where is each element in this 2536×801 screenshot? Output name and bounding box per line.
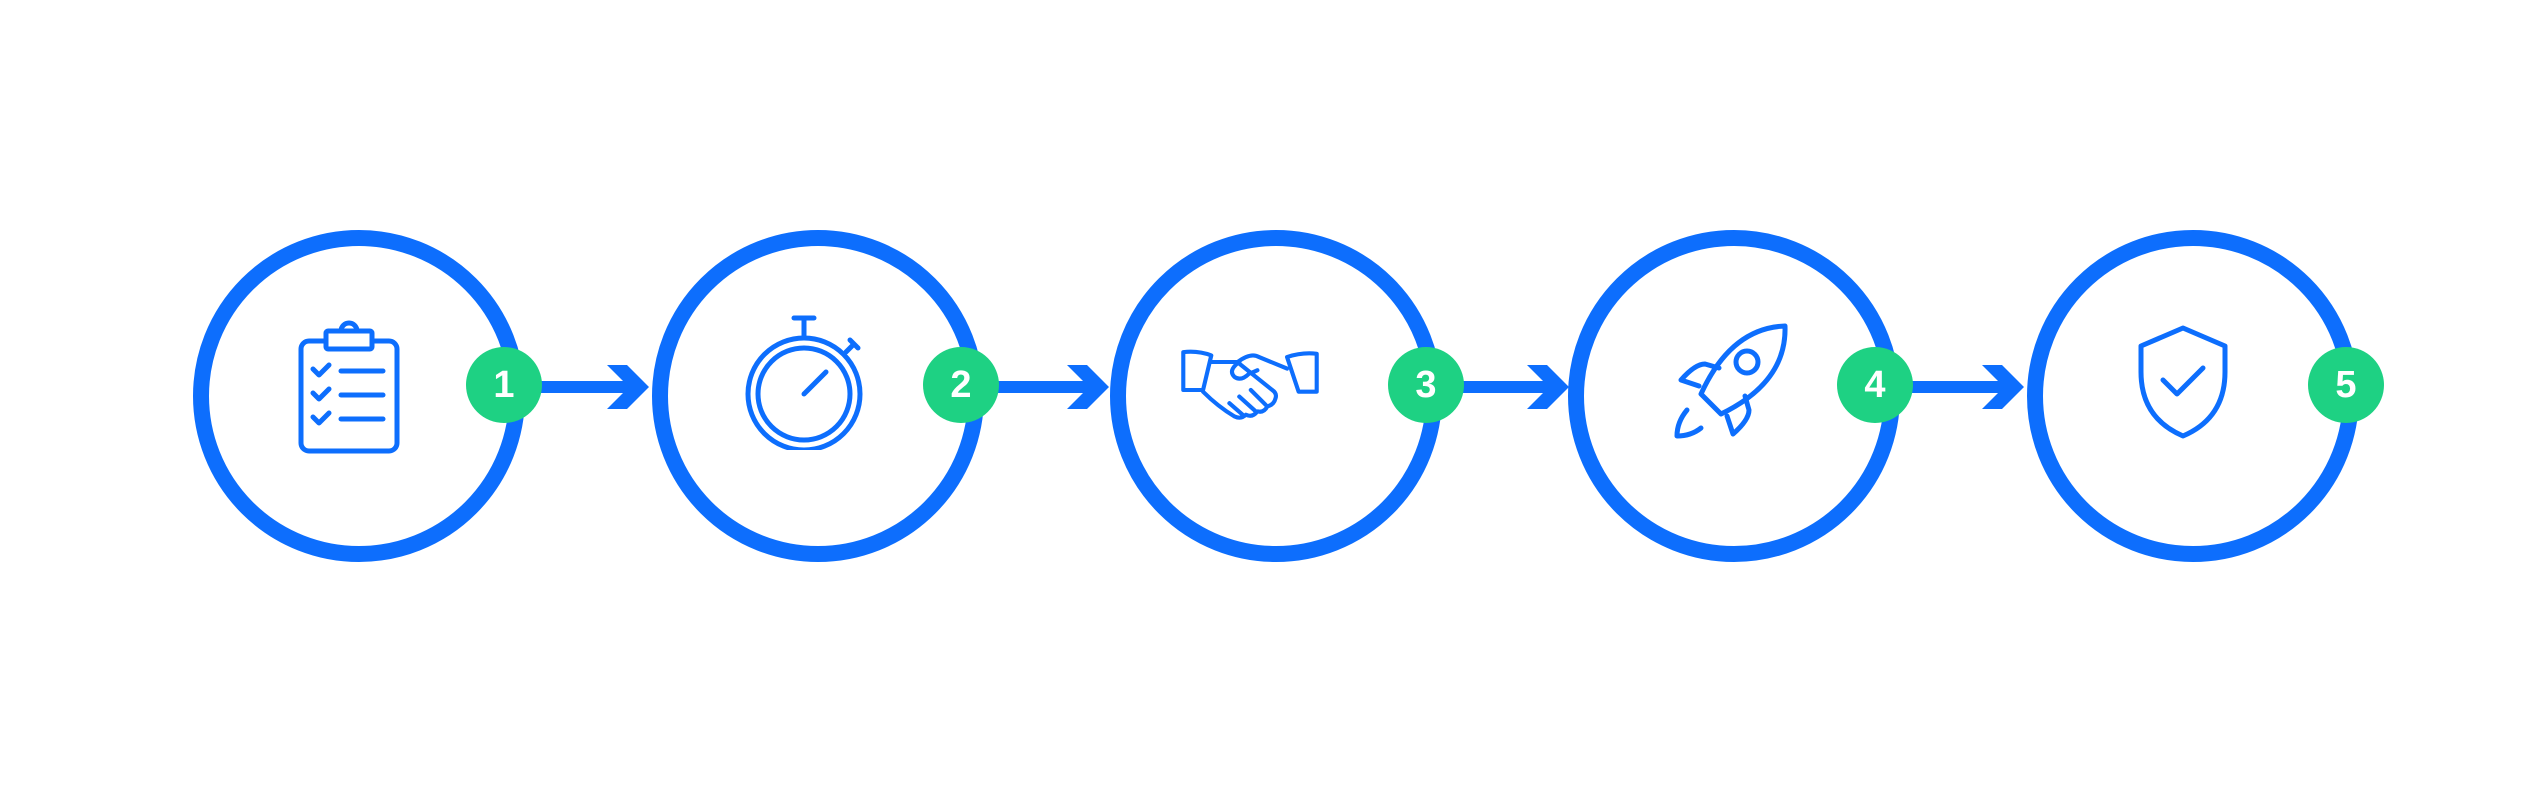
- rocket-icon: [1655, 318, 1795, 458]
- clipboard-checklist-icon: [279, 317, 419, 457]
- connector-arrow-1-2: [535, 362, 655, 412]
- connector-arrow-2-3: [995, 362, 1115, 412]
- stopwatch-icon: [738, 310, 878, 450]
- shield-check-icon: [2113, 318, 2253, 458]
- step-3-badge: 3: [1388, 347, 1464, 423]
- step-2-badge: 2: [923, 347, 999, 423]
- step-1-badge: 1: [466, 347, 542, 423]
- step-5-badge: 5: [2308, 347, 2384, 423]
- connector-arrow-4-5: [1910, 362, 2030, 412]
- step-4-badge: 4: [1837, 347, 1913, 423]
- connector-arrow-3-4: [1455, 362, 1575, 412]
- handshake-icon: [1180, 320, 1350, 460]
